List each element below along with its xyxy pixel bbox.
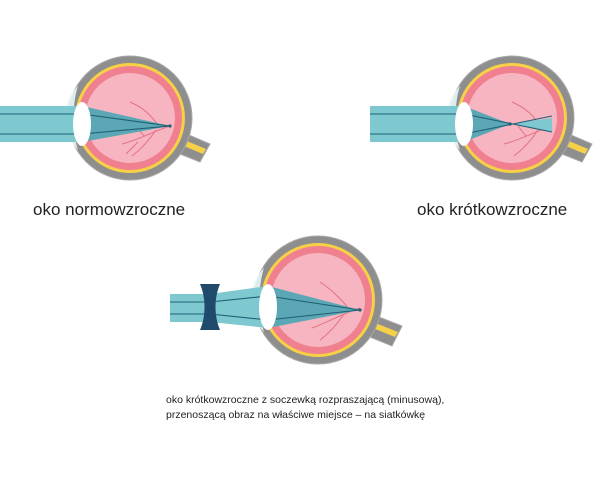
- caption-corrected-line-2: przenoszącą obraz na właściwe miejsce – …: [166, 409, 426, 421]
- refracted-light-cone: [82, 106, 170, 142]
- caption-myopic-eye: oko krótkowzroczne: [417, 200, 568, 219]
- caption-corrected-eye: oko krótkowzroczne z soczewką rozpraszaj…: [166, 393, 444, 423]
- myopic-eye: [370, 55, 593, 181]
- light-rays: [0, 113, 171, 135]
- vitreous-body: [467, 73, 557, 163]
- focal-point-before-retina: [508, 122, 512, 126]
- corrected-myopic-eye: [170, 235, 403, 365]
- refracted-light-cone: [464, 106, 510, 142]
- normal-eye: [0, 55, 211, 181]
- eye-lens: [259, 284, 277, 330]
- focal-point-on-retina: [168, 124, 172, 128]
- focal-point-on-retina: [358, 308, 362, 312]
- eye-lens: [73, 102, 91, 146]
- diverging-lens: [200, 284, 220, 330]
- caption-normal-eye: oko normowzroczne: [33, 200, 186, 219]
- light-rays: [370, 113, 553, 135]
- eye-lens: [455, 102, 473, 146]
- light-rays: [170, 295, 361, 321]
- caption-corrected-line-1: oko krótkowzroczne z soczewką rozpraszaj…: [166, 394, 445, 406]
